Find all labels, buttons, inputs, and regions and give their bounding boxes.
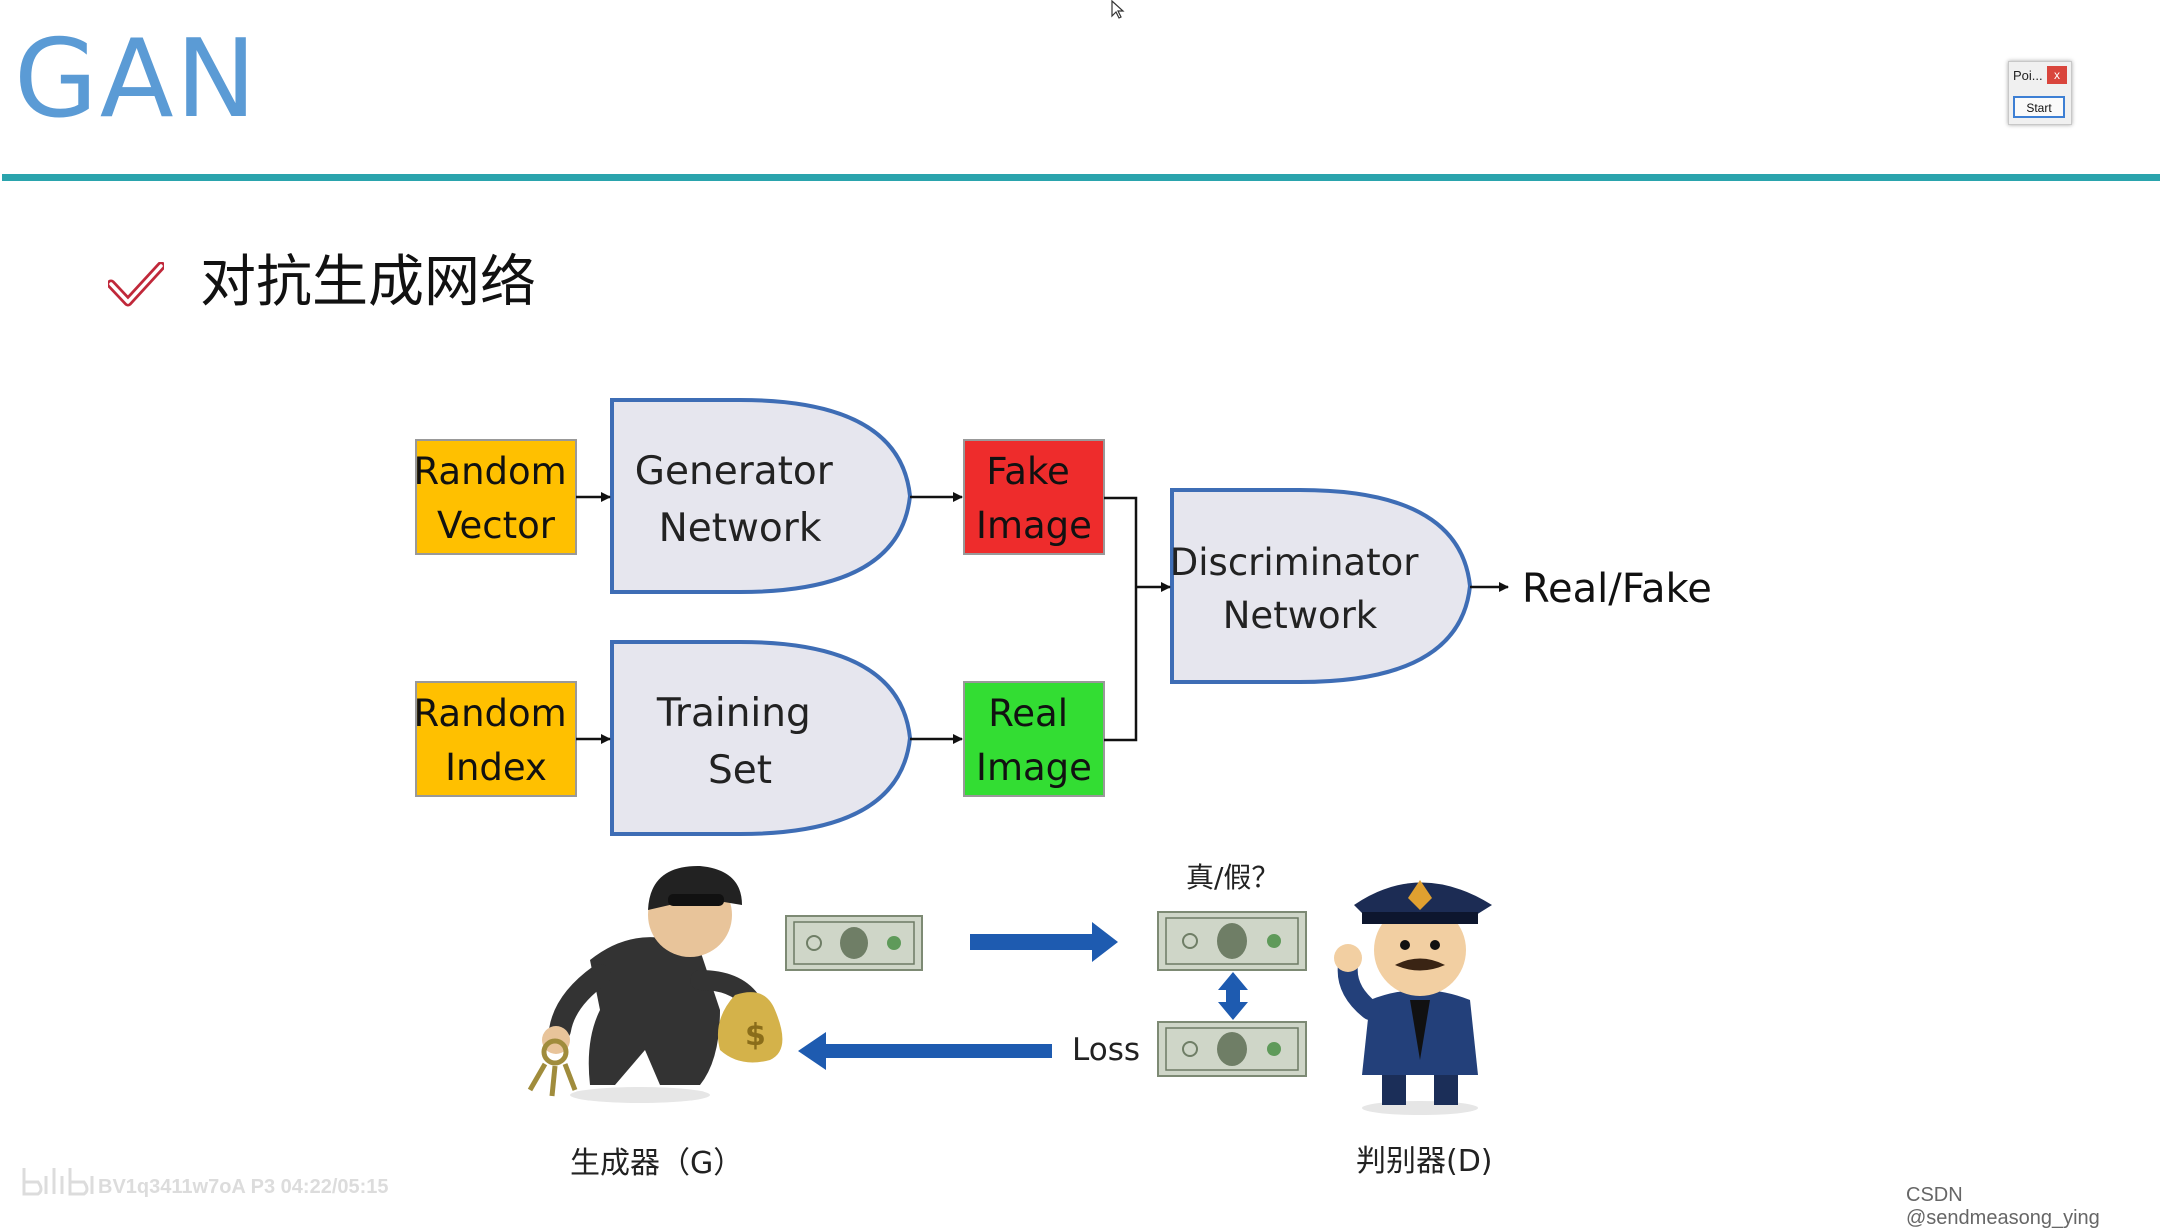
bill-bottom-right <box>1157 1021 1307 1077</box>
svg-text:Fake Image: Fake Image <box>976 450 1092 547</box>
credit-text: CSDN @sendmeasong_ying <box>1906 1184 2100 1229</box>
fake-image-label-2: Image <box>976 504 1092 547</box>
bill-top-left <box>785 915 923 971</box>
generator-label-2: Network <box>659 506 822 551</box>
pointer-widget: Poi... x Start <box>2008 61 2072 125</box>
generator-network-shape <box>610 398 913 594</box>
video-watermark: BV1q3411w7oA P3 04:22/05:15 <box>98 1176 389 1198</box>
start-button[interactable]: Start <box>2013 96 2065 118</box>
svg-text:Random Index: Random Index <box>414 692 579 789</box>
bilibili-logo-icon <box>22 1168 94 1196</box>
discriminator-label-2: Network <box>1223 594 1378 637</box>
generator-label-1: Generator <box>635 449 834 494</box>
diagram-connectors <box>576 492 1509 744</box>
page-title: GAN <box>14 17 259 142</box>
random-index-label-1: Random <box>414 692 567 735</box>
discriminator-label-1: Discriminator <box>1170 541 1419 584</box>
loss-label: Loss <box>1072 1032 1140 1068</box>
random-vector-label-2: Vector <box>437 504 556 547</box>
mouse-cursor-icon <box>1111 0 1125 19</box>
svg-text:Training Set: Training Set <box>656 691 823 793</box>
output-label: Real/Fake <box>1522 566 1712 612</box>
question-label: 真/假？ <box>1186 861 1280 894</box>
random-index-box <box>415 681 577 797</box>
bill-top-right <box>1157 911 1307 971</box>
training-set-label-2: Set <box>708 748 772 793</box>
svg-text:Real Image: Real Image <box>976 692 1092 789</box>
arrow-left-blue <box>798 1032 1052 1070</box>
random-vector-box <box>415 439 577 555</box>
bullet-heading: 对抗生成网络 <box>200 250 536 315</box>
title-divider <box>2 174 2160 181</box>
svg-text:Generator Network: Generator Network <box>635 449 845 551</box>
fake-image-label-1: Fake <box>986 450 1069 493</box>
police-illustration <box>1334 880 1492 1115</box>
join-fake-line <box>1104 496 1138 742</box>
discriminator-caption: 判别器(D) <box>1356 1144 1493 1179</box>
svg-text:Discriminator Network: Discriminator Network <box>1170 541 1430 637</box>
close-button[interactable]: x <box>2047 66 2067 84</box>
real-image-label-2: Image <box>976 746 1092 789</box>
real-image-label-1: Real <box>988 692 1068 735</box>
fake-image-box <box>963 439 1105 555</box>
discriminator-network-shape <box>1170 488 1473 684</box>
thief-illustration: $ <box>527 865 783 1103</box>
random-vector-label-1: Random <box>414 450 567 493</box>
training-set-label-1: Training <box>656 691 811 736</box>
generator-caption: 生成器（G） <box>570 1146 744 1181</box>
arrow-updown-blue <box>1218 972 1248 1020</box>
dollar-icon: $ <box>745 1018 766 1053</box>
training-set-shape <box>610 640 913 836</box>
svg-text:Random Vector: Random Vector <box>414 450 579 547</box>
pointer-widget-title: Poi... <box>2013 68 2043 83</box>
random-index-label-2: Index <box>445 746 547 789</box>
arrow-right-blue <box>970 922 1118 962</box>
checkmark-icon <box>108 262 164 307</box>
